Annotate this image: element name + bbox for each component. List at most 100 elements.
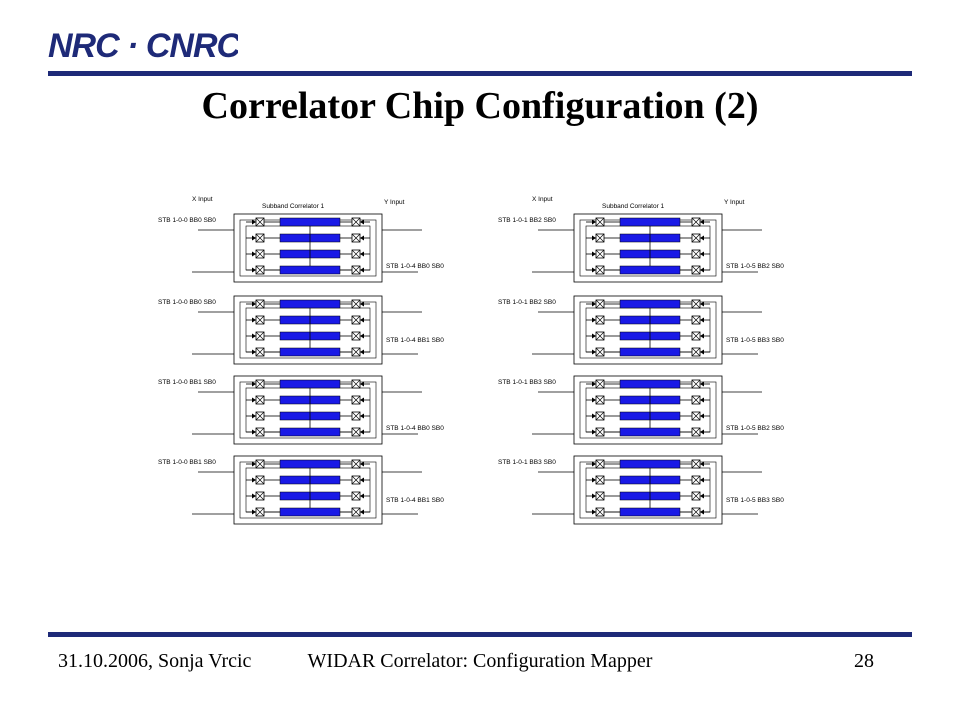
switch-cross-line	[255, 427, 265, 437]
switch-cross-line	[691, 491, 701, 501]
switch-cross-line	[255, 395, 265, 405]
y-switch	[691, 315, 701, 325]
y-switch	[691, 379, 701, 389]
arrow-head	[592, 333, 596, 339]
arrow-head	[700, 267, 704, 273]
y-switch	[351, 265, 361, 275]
x-input-label: STB 1-0-0 BB1 SB0	[158, 459, 216, 466]
arrow-head	[252, 317, 256, 323]
arrow-head	[700, 219, 704, 225]
switch-cross-line	[255, 411, 265, 421]
correlator-core-block	[619, 507, 681, 517]
switch-cross-line	[351, 249, 361, 259]
x-switch	[255, 217, 265, 227]
routing-frame	[585, 467, 711, 513]
arrow-head	[592, 509, 596, 515]
bottom-rule	[48, 632, 912, 637]
x-switch	[255, 379, 265, 389]
arrow-head	[252, 219, 256, 225]
arrow-head	[700, 397, 704, 403]
arrow-head	[700, 381, 704, 387]
switch-cross-line	[595, 475, 605, 485]
x-switch	[255, 299, 265, 309]
x-switch	[255, 315, 265, 325]
y-input-label: STB 1-0-4 BB0 SB0	[386, 425, 444, 432]
x-switch	[595, 233, 605, 243]
switch-cross-line	[691, 379, 701, 389]
x-switch	[595, 507, 605, 517]
x-switch	[595, 379, 605, 389]
block-frame	[233, 375, 383, 445]
y-switch	[351, 459, 361, 469]
x-switch	[255, 331, 265, 341]
x-switch	[595, 331, 605, 341]
x-input-label: STB 1-0-1 BB2 SB0	[498, 299, 556, 306]
x-switch	[255, 347, 265, 357]
y-switch	[691, 249, 701, 259]
arrow-head	[700, 429, 704, 435]
arrow-head	[700, 317, 704, 323]
correlator-core-block	[619, 379, 681, 389]
switch-cross-line	[595, 507, 605, 517]
switch-cross-line	[255, 379, 265, 389]
arrow-head	[700, 461, 704, 467]
footer-page-number: 28	[854, 650, 874, 672]
block-frame	[573, 455, 723, 525]
arrow-head	[252, 333, 256, 339]
switch-cross-line	[351, 395, 361, 405]
x-input-label: STB 1-0-0 BB0 SB0	[158, 217, 216, 224]
y-input-label: STB 1-0-5 BB2 SB0	[726, 425, 784, 432]
block-frame	[573, 375, 723, 445]
x-input-label: STB 1-0-1 BB3 SB0	[498, 459, 556, 466]
arrow-head	[252, 493, 256, 499]
switch-cross-line	[351, 299, 361, 309]
switch-cross-line	[691, 507, 701, 517]
arrow-head	[592, 461, 596, 467]
correlator-core-block	[619, 299, 681, 309]
switch-cross-line	[595, 347, 605, 357]
x-switch	[255, 395, 265, 405]
switch-cross-line	[351, 411, 361, 421]
arrow-head	[360, 429, 364, 435]
y-switch	[351, 233, 361, 243]
arrow-head	[360, 397, 364, 403]
y-switch	[351, 491, 361, 501]
y-switch	[691, 265, 701, 275]
switch-cross-line	[255, 315, 265, 325]
x-switch	[595, 249, 605, 259]
x-switch	[595, 459, 605, 469]
arrow-head	[360, 493, 364, 499]
arrow-head	[360, 333, 364, 339]
switch-cross-line	[351, 347, 361, 357]
switch-cross-line	[351, 315, 361, 325]
block-frame	[233, 295, 383, 365]
arrow-head	[360, 219, 364, 225]
y-switch	[691, 233, 701, 243]
block-frame	[573, 295, 723, 365]
correlator-core-block	[279, 427, 341, 437]
y-switch	[351, 427, 361, 437]
y-input-header: Y Input	[724, 199, 745, 206]
arrow-head	[360, 317, 364, 323]
switch-cross-line	[351, 233, 361, 243]
y-switch	[351, 395, 361, 405]
switch-cross-line	[351, 459, 361, 469]
y-switch	[691, 491, 701, 501]
correlator-core-block	[279, 299, 341, 309]
y-switch	[691, 331, 701, 341]
correlator-core-block	[279, 265, 341, 275]
x-switch	[595, 265, 605, 275]
arrow-head	[252, 349, 256, 355]
arrow-head	[700, 251, 704, 257]
x-switch	[255, 265, 265, 275]
y-input-label: STB 1-0-5 BB3 SB0	[726, 497, 784, 504]
arrow-head	[592, 349, 596, 355]
y-switch	[351, 217, 361, 227]
x-switch	[255, 249, 265, 259]
switch-cross-line	[351, 427, 361, 437]
arrow-head	[360, 381, 364, 387]
